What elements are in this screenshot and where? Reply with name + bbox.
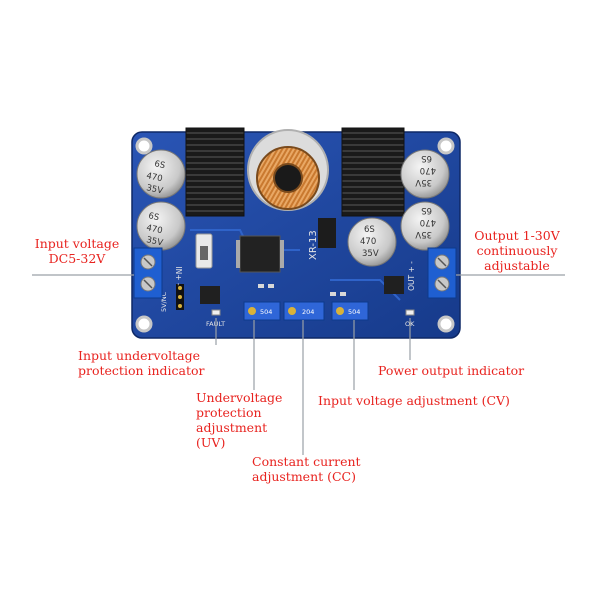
heatsink-left xyxy=(185,127,245,217)
mode-label: 5V/NC xyxy=(160,291,168,312)
cap-rating-6s: 6S xyxy=(153,159,166,171)
terminal-out-label: OUT + - xyxy=(407,261,416,291)
pot-code-mid: 204 xyxy=(302,308,314,316)
diode-left xyxy=(200,286,220,304)
capacitor-center: 6S 470 35V xyxy=(347,217,397,267)
cap-rating-470: 470 xyxy=(145,223,163,236)
label-input-voltage: Input voltage DC5-32V xyxy=(22,236,132,266)
label-uv-adjust-line1: Undervoltage xyxy=(196,390,283,405)
output-terminal-block xyxy=(427,247,457,299)
label-uv-adjust-line4: (UV) xyxy=(196,435,226,450)
cap-rating-470: 470 xyxy=(420,217,436,227)
potentiometer-uv: 504 xyxy=(243,301,281,321)
label-uv-indicator: Input undervoltage protection indicator xyxy=(78,348,205,378)
label-cv-adjust: Input voltage adjustment (CV) xyxy=(318,393,510,408)
chip-label: XR-13 xyxy=(308,230,319,260)
terminal-in-label: IN+ - xyxy=(174,266,183,285)
label-uv-indicator-line2: protection indicator xyxy=(78,363,205,378)
capacitor-mid-left: 6S 470 35V xyxy=(136,201,186,251)
input-terminal-block xyxy=(133,247,163,299)
label-input-voltage-line2: DC5-32V xyxy=(48,251,106,266)
cap-rating-35v: 35V xyxy=(415,177,432,187)
label-output-line2: continuously xyxy=(476,243,558,258)
cap-rating-470: 470 xyxy=(145,171,163,184)
cap-rating-6s: 6S xyxy=(364,225,375,235)
pot-code: 504 xyxy=(260,308,272,316)
label-cc-adjust-line2: adjustment (CC) xyxy=(252,469,356,484)
fault-led xyxy=(211,309,221,316)
label-power-indicator: Power output indicator xyxy=(378,363,525,378)
label-cc-adjust-line1: Constant current xyxy=(252,454,361,469)
cap-rating-470: 470 xyxy=(420,165,436,175)
label-cc-adjust: Constant current adjustment (CC) xyxy=(252,454,361,484)
cap-rating-35v: 35V xyxy=(145,183,164,196)
callout-lines xyxy=(32,274,565,455)
cap-rating-470: 470 xyxy=(360,237,376,247)
capacitor-mid-right: 35V 470 6S xyxy=(400,201,450,251)
label-uv-adjust-line3: adjustment xyxy=(196,420,268,435)
cap-rating-6s: 6S xyxy=(421,205,432,215)
heatsink-right xyxy=(341,127,405,217)
label-output-line1: Output 1-30V xyxy=(474,228,560,243)
inductor-coil xyxy=(247,129,329,211)
controller-chip xyxy=(236,235,284,273)
jumper-cap xyxy=(200,246,208,260)
capacitor-top-left: 6S 470 35V xyxy=(136,149,186,199)
cap-rating-35v: 35V xyxy=(145,235,164,248)
label-output: Output 1-30V continuously adjustable xyxy=(458,228,576,273)
ok-led xyxy=(405,309,415,316)
diode-right xyxy=(384,276,404,294)
potentiometer-cc: 204 xyxy=(283,301,325,321)
inductor-small xyxy=(318,218,336,248)
header-pins xyxy=(176,284,184,310)
label-output-line3: adjustable xyxy=(484,258,550,273)
label-input-voltage-line1: Input voltage xyxy=(34,236,120,251)
pot-code: 504 xyxy=(348,308,360,316)
potentiometer-cv: 504 xyxy=(331,301,369,321)
cap-rating-35v: 35V xyxy=(415,229,432,239)
cap-rating-6s: 6S xyxy=(147,211,160,223)
label-uv-adjust-line2: protection xyxy=(196,405,262,420)
label-uv-adjust: Undervoltage protection adjustment (UV) xyxy=(196,390,282,450)
label-uv-indicator-line1: Input undervoltage xyxy=(78,348,200,363)
cap-rating-35v: 35V xyxy=(362,249,379,259)
capacitor-top-right: 35V 470 6S xyxy=(400,149,450,199)
cap-rating-6s: 6S xyxy=(421,153,432,163)
